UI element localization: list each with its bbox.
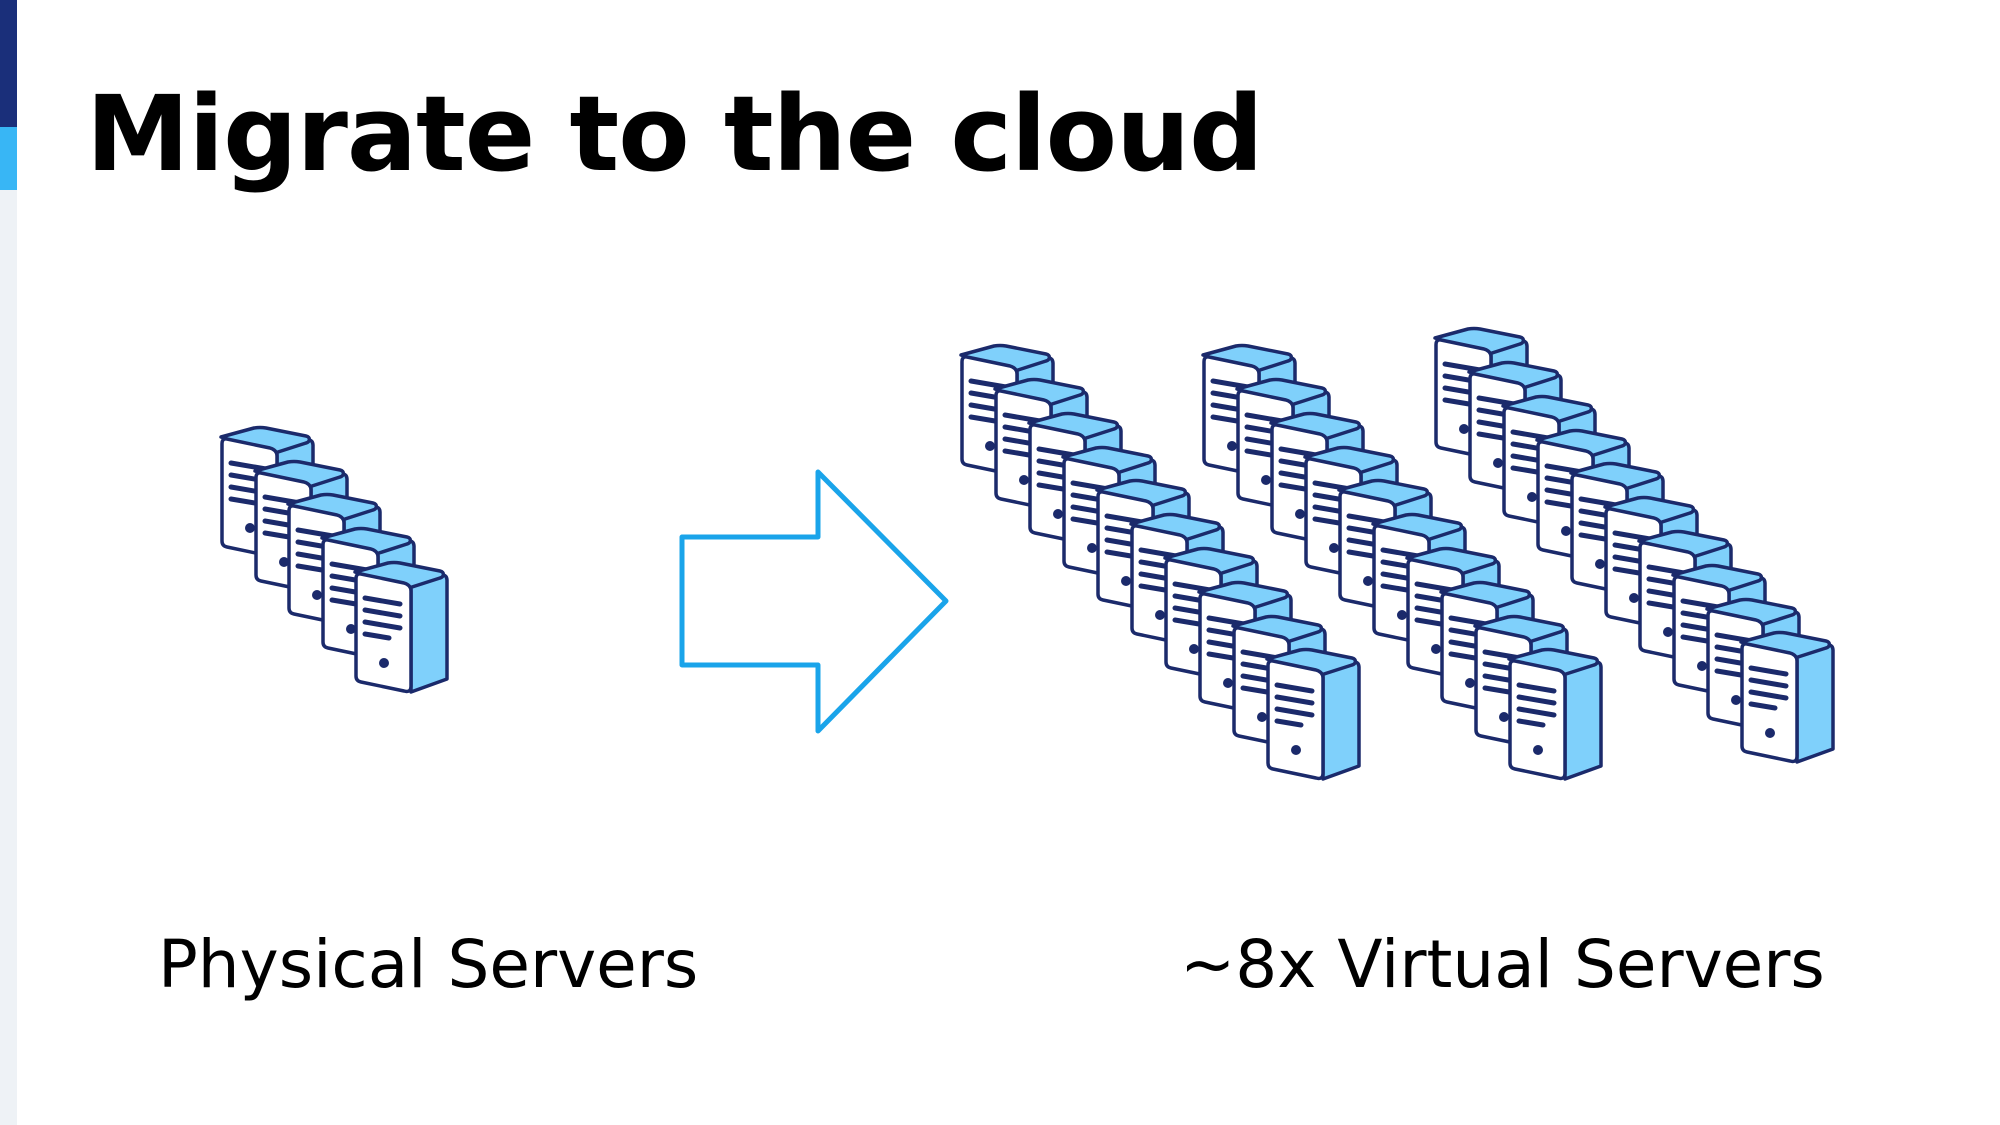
server-icon	[1267, 650, 1359, 780]
physical-servers-label: Physical Servers	[158, 926, 699, 1003]
server-icon	[1741, 633, 1833, 763]
server-icon	[355, 563, 447, 693]
virtual-servers-label: ~8x Virtual Servers	[1180, 926, 1825, 1003]
slide-title: Migrate to the cloud	[86, 73, 1264, 195]
accent-bar-light	[0, 127, 17, 190]
physical-servers	[221, 428, 447, 693]
accent-bar-dark	[0, 0, 17, 127]
right-arrow-icon	[679, 469, 949, 734]
server-icon	[1509, 650, 1601, 780]
left-sidebar-strip	[0, 0, 17, 1125]
